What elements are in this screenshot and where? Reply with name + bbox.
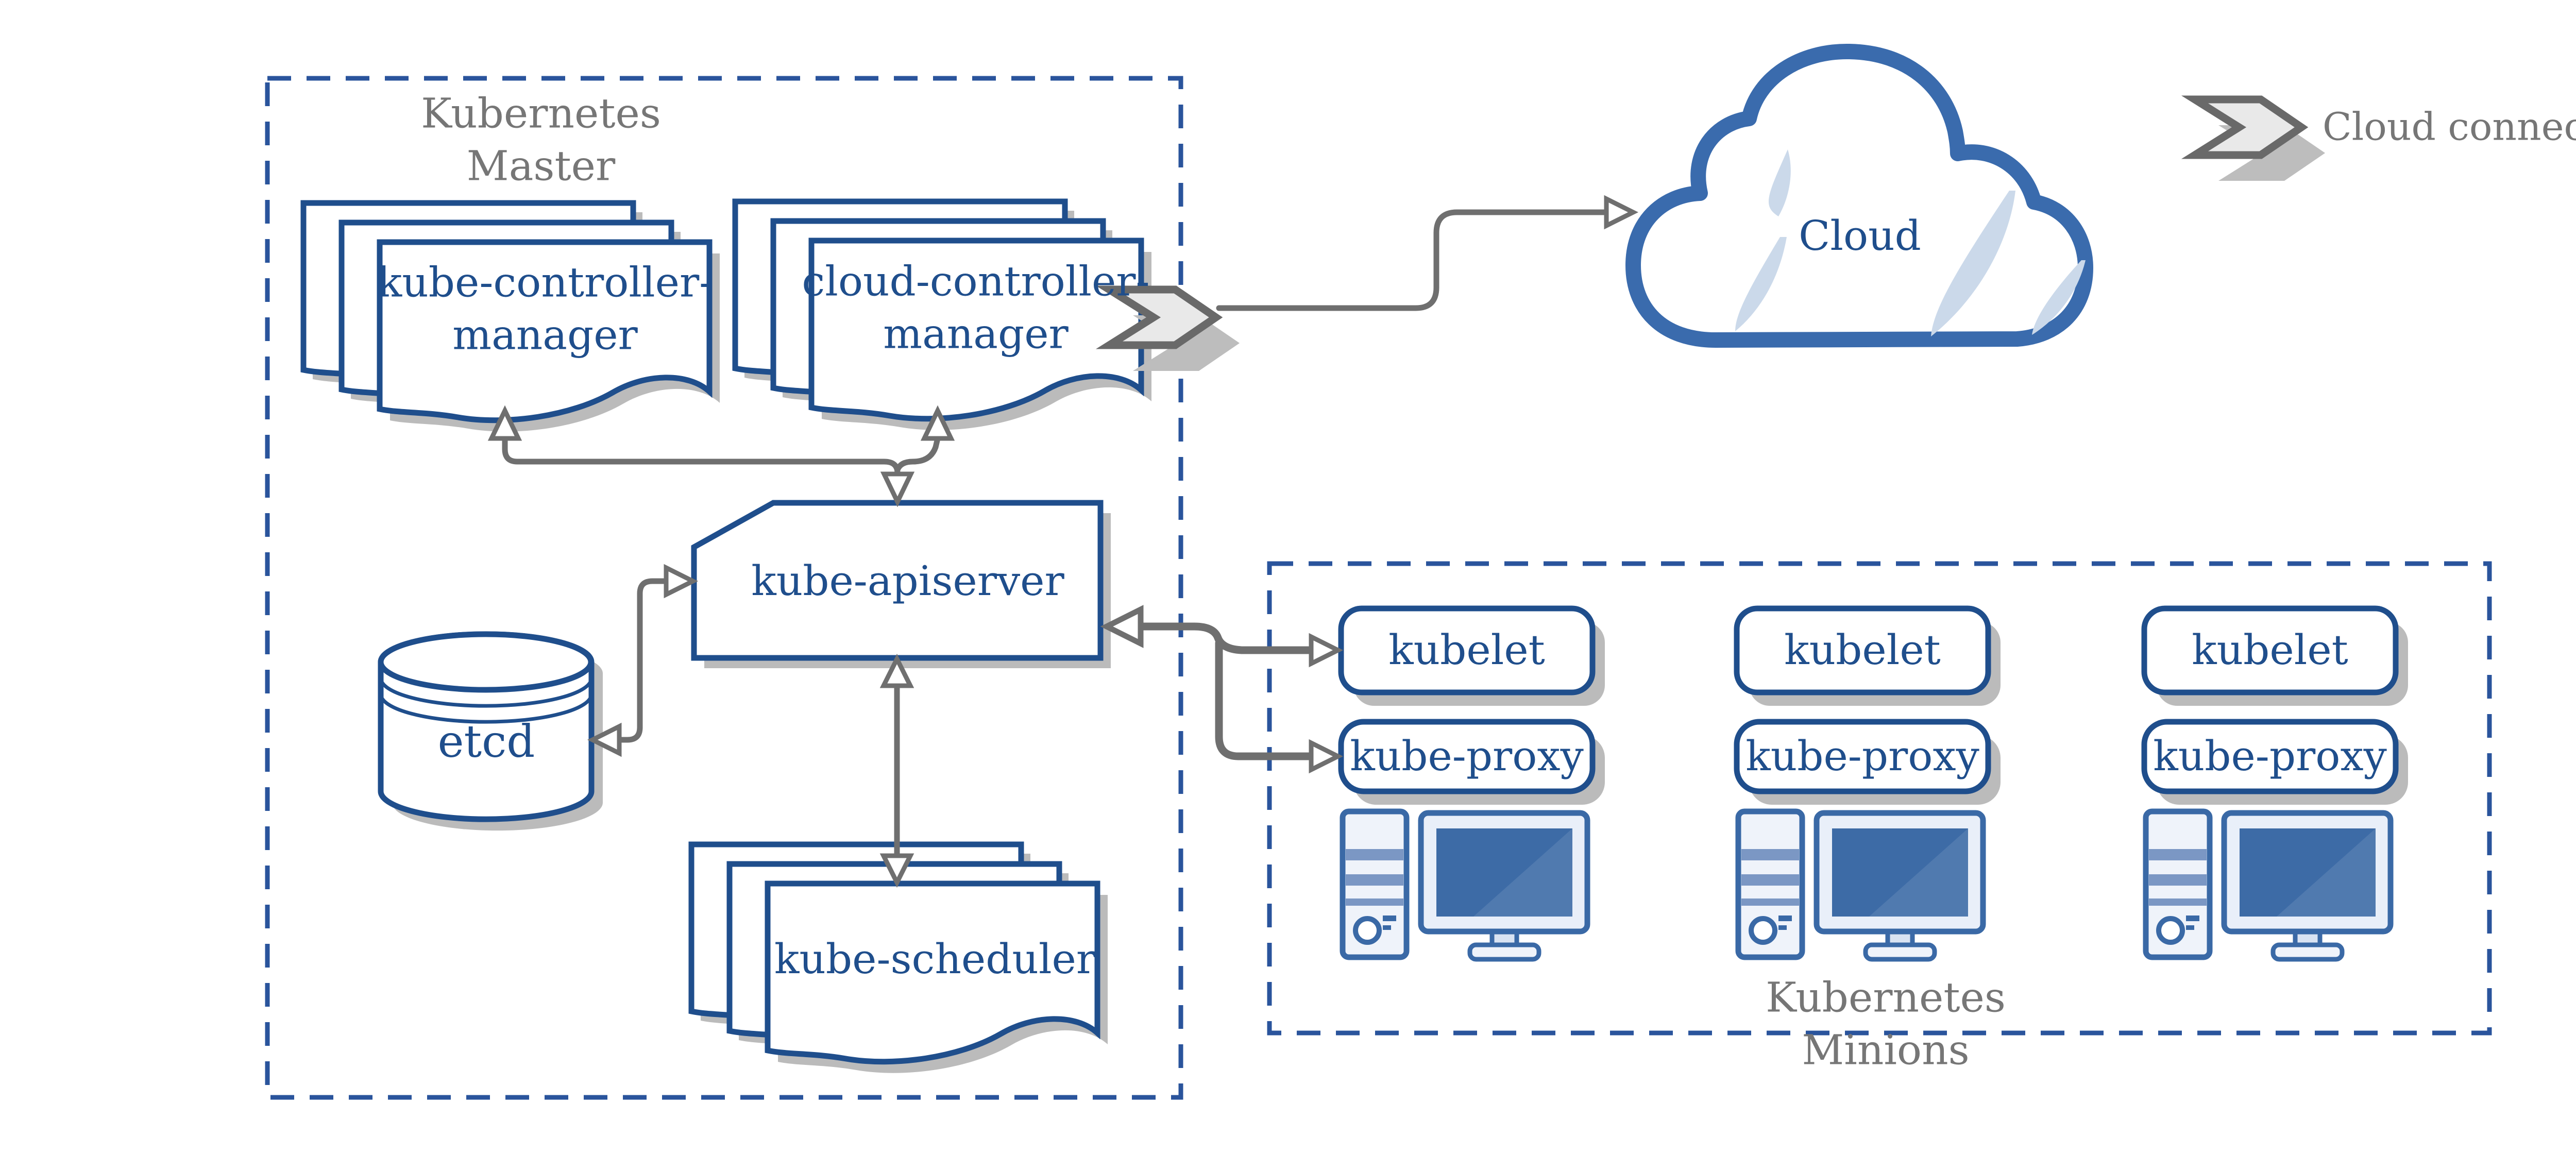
kubernetes-master-box bbox=[265, 76, 1183, 1100]
computer-icon bbox=[1738, 811, 1983, 959]
arrow-minions-apiserver bbox=[1137, 622, 1315, 654]
arrow-connector-to-cloud bbox=[1216, 209, 1608, 311]
kubernetes-minions-box bbox=[1267, 561, 2492, 1036]
cloud-shape bbox=[1625, 43, 2093, 348]
legend-cloud-connector-chevron bbox=[2195, 99, 2325, 181]
arrowheads bbox=[487, 195, 1639, 888]
arrow-etcd-apiserver bbox=[617, 578, 670, 743]
computer-icon bbox=[2146, 811, 2391, 959]
etcd-shape bbox=[378, 631, 603, 831]
arrow-minions-kubeproxy bbox=[1215, 639, 1315, 760]
node-boxes bbox=[1338, 605, 2408, 805]
kube-apiserver-shape bbox=[691, 500, 1111, 668]
arrow-controllers-to-apiserver bbox=[502, 435, 941, 476]
computer-icon bbox=[1343, 811, 1587, 959]
kube-controller-manager-shape bbox=[303, 203, 720, 432]
cloud-controller-manager-shape bbox=[735, 201, 1151, 430]
